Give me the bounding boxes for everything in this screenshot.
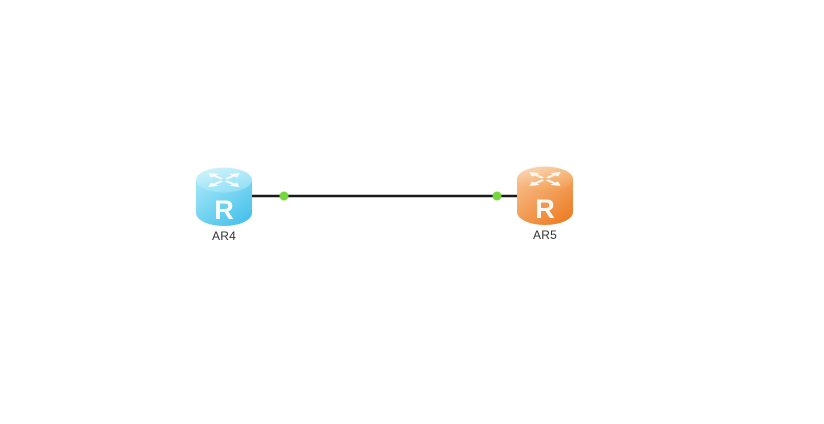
routing-arrows-icon [208, 172, 240, 188]
router-icon: R [517, 166, 573, 225]
device-label: AR4 [212, 229, 236, 243]
router-letter: R [214, 195, 234, 225]
device-node-ar5[interactable]: R AR5 [517, 164, 573, 242]
routing-arrows-icon [529, 171, 561, 187]
link-endpoint-status-ar5-icon [492, 191, 502, 201]
device-node-ar4[interactable]: R AR4 [196, 165, 252, 243]
router-icon: R [196, 167, 252, 226]
device-label: AR5 [533, 228, 557, 242]
router-letter: R [535, 194, 555, 224]
link-endpoint-status-ar4-icon [279, 191, 289, 201]
